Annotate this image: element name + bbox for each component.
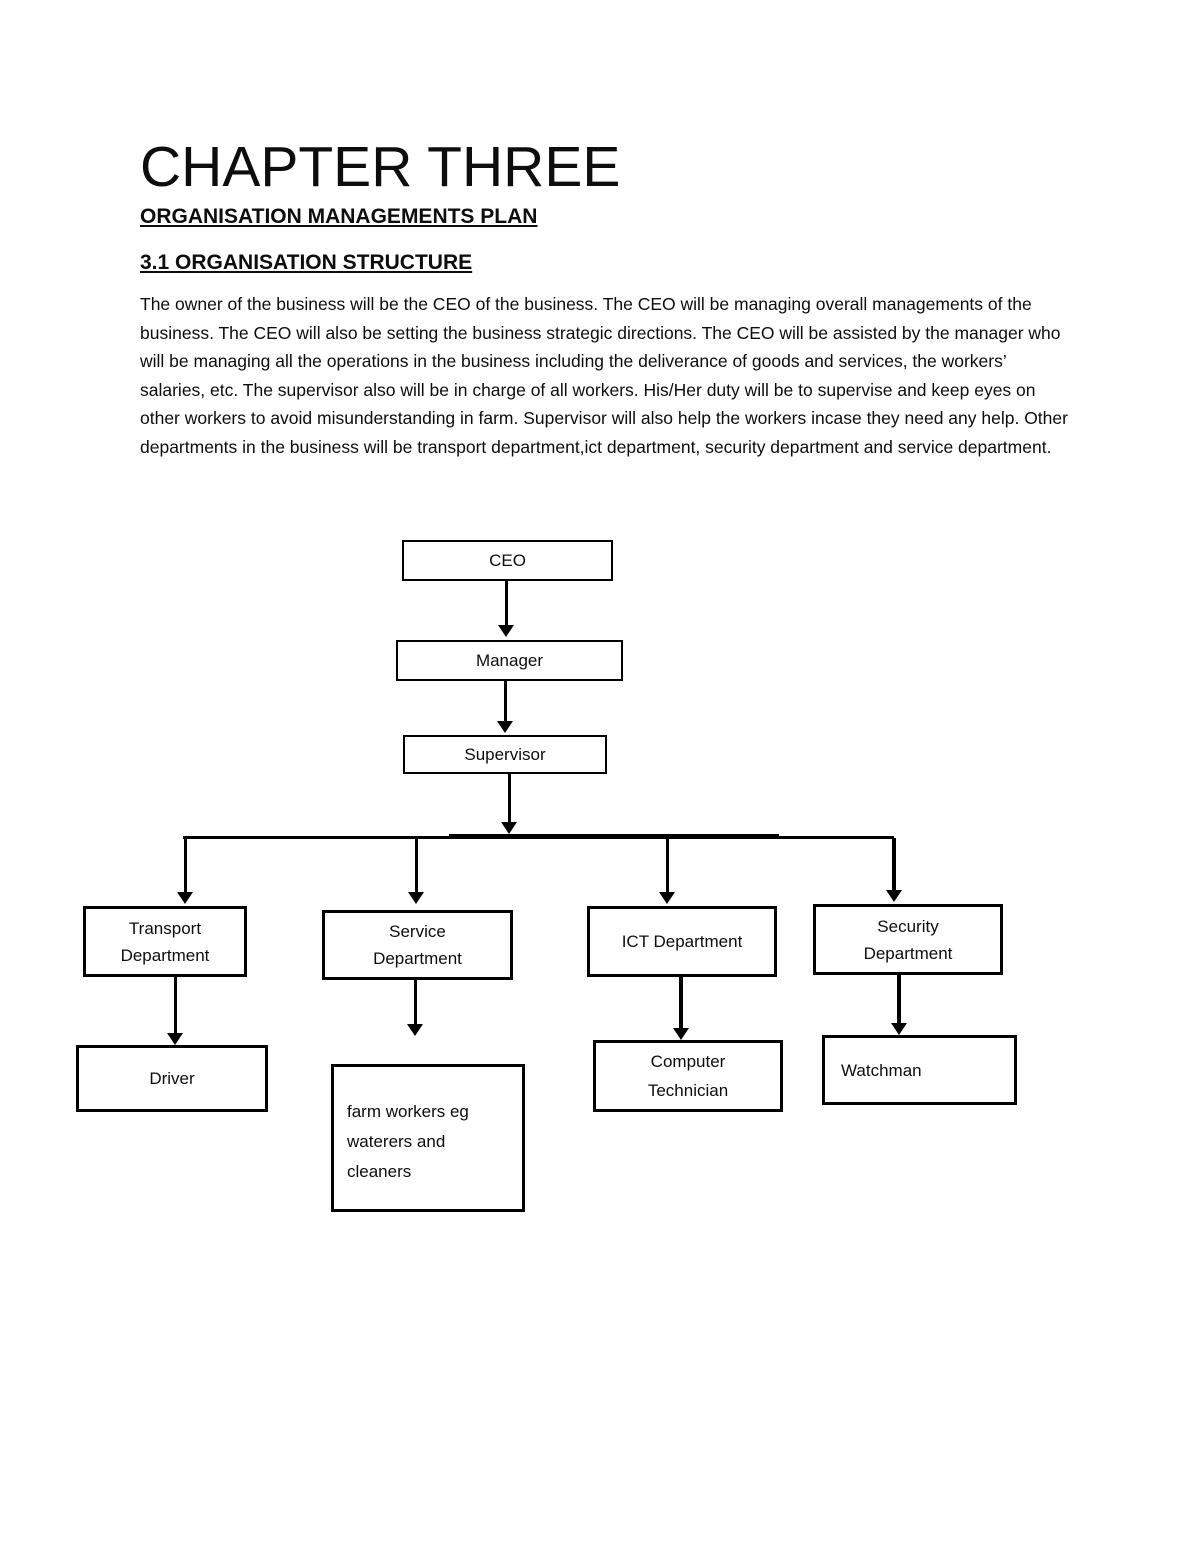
org-node-ceo: CEO [402,540,613,581]
org-node-transport-department: Transport Department [83,906,247,977]
connector-service-drop-line [415,838,418,892]
org-node-computer-technician: Computer Technician [593,1040,783,1112]
connector-ict-technician-line [679,977,683,1032]
connector-manager-supervisor-line [504,681,507,722]
arrow-down-icon [497,721,513,733]
document-subtitle: ORGANISATION MANAGEMENTS PLAN [140,205,538,228]
intro-paragraph: The owner of the business will be the CE… [140,294,1068,457]
arrow-down-icon [659,892,675,904]
connector-horizontal-line-thick-segment [449,834,779,839]
connector-ceo-manager-line [505,581,508,626]
connector-transport-driver-line [174,977,177,1035]
section-heading: 3.1 ORGANISATION STRUCTURE [140,251,473,274]
org-node-manager: Manager [396,640,623,681]
arrow-down-icon [886,890,902,902]
connector-service-farmworkers-line [414,980,417,1025]
arrow-down-icon [498,625,514,637]
arrow-down-icon [177,892,193,904]
org-node-ict-department: ICT Department [587,906,777,977]
connector-transport-drop-line [184,838,187,892]
arrow-down-icon [501,822,517,834]
arrow-down-icon [673,1028,689,1040]
chapter-title: CHAPTER THREE [140,135,621,199]
connector-supervisor-trunk-line [508,774,511,823]
arrow-down-icon [407,1024,423,1036]
arrow-down-icon [891,1023,907,1035]
org-node-watchman: Watchman [822,1035,1017,1105]
org-node-service-department: Service Department [322,910,513,980]
connector-ict-drop-line [666,838,669,892]
org-node-security-department: Security Department [813,904,1003,975]
connector-security-watchman-line [897,975,901,1024]
org-node-driver: Driver [76,1045,268,1112]
arrow-down-icon [167,1033,183,1045]
org-node-supervisor: Supervisor [403,735,607,774]
arrow-down-icon [408,892,424,904]
org-node-farm-workers: farm workers eg waterers and cleaners [331,1064,525,1212]
connector-security-drop-line [892,838,896,890]
